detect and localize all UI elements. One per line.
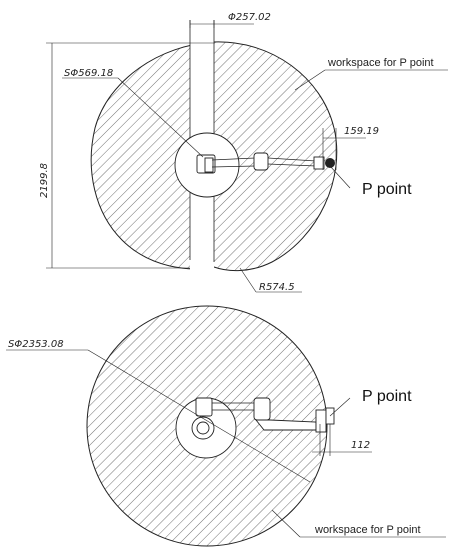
top-slot-width-text: Φ257.02: [228, 12, 271, 23]
top-sphere-text: SΦ569.18: [64, 68, 113, 79]
bottom-p-point-callout: P point: [329, 388, 412, 417]
top-height-text: 2199.8: [39, 163, 50, 198]
top-tool-dimension: 159.19: [322, 126, 379, 170]
top-p-point-label: P point: [362, 181, 412, 198]
top-height-dimension: 2199.8: [39, 42, 214, 269]
top-tool-text: 159.19: [344, 126, 379, 137]
bottom-tool-dimension: 112: [312, 424, 372, 456]
top-workspace-callout: workspace for P point: [294, 57, 448, 91]
bottom-view: SΦ2353.08 112 P point workspace for P po…: [6, 305, 446, 547]
top-slot-width-dimension: Φ257.02: [189, 12, 271, 28]
top-radius-text: R574.5: [259, 282, 295, 293]
top-radius-dimension: R574.5: [239, 267, 302, 293]
bottom-sphere-dimension: SΦ2353.08: [6, 339, 311, 483]
top-workspace-label: workspace for P point: [327, 57, 434, 69]
top-tool-tip: [325, 158, 335, 168]
top-view: Φ257.02 SΦ569.18 2199.8 159.19 R574.5: [39, 12, 448, 293]
bottom-workspace-label: workspace for P point: [314, 524, 421, 536]
top-sphere-dimension: SΦ569.18: [62, 68, 204, 158]
bottom-tool-text: 112: [351, 440, 370, 451]
bottom-workspace-callout: workspace for P point: [271, 509, 446, 538]
top-p-point-callout: P point: [329, 165, 412, 198]
bottom-p-point-label: P point: [362, 388, 412, 405]
top-robot-arm: [196, 152, 335, 174]
bottom-sphere-text: SΦ2353.08: [8, 339, 64, 350]
bottom-robot-arm: [195, 397, 335, 433]
